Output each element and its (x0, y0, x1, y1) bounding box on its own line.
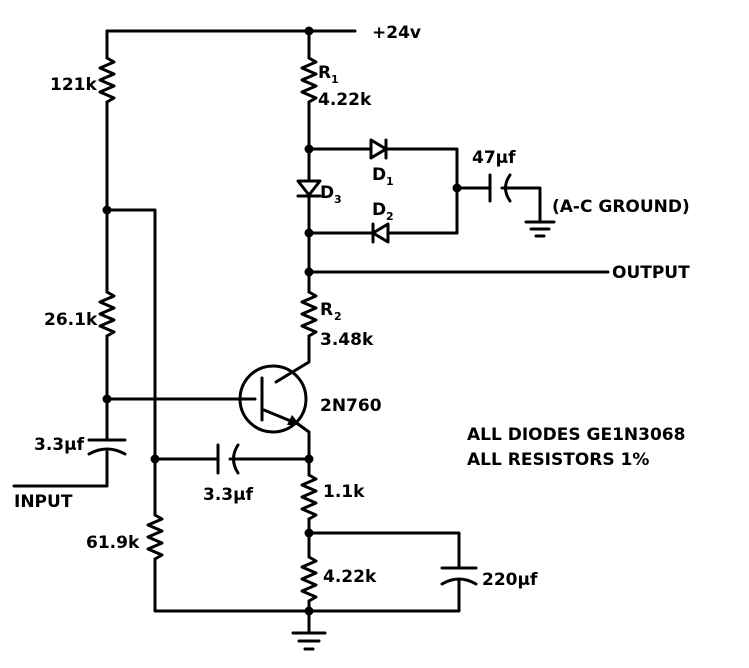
label-r1-letter: R (318, 63, 331, 83)
diode-d2 (371, 222, 390, 244)
wire-feedback-bottom (153, 557, 311, 613)
label-r2-value: 3.48k (320, 330, 374, 350)
label-d3-letter: D (320, 183, 334, 203)
label-r1-sub: 1 (331, 73, 339, 86)
label-r2-sub: 2 (334, 310, 342, 323)
wire-emitter (296, 422, 311, 477)
label-11k: 1.1k (323, 482, 365, 502)
ac-ground-label: (A-C GROUND) (552, 197, 690, 217)
wire-d1-right (384, 147, 459, 235)
resistor-r2 (300, 290, 318, 338)
note-resistors: ALL RESISTORS 1% (467, 450, 649, 470)
label-121k: 121k (50, 75, 97, 95)
supply-label: +24v (372, 23, 421, 43)
junction-dot (452, 183, 462, 193)
ac-ground-symbol (524, 220, 556, 238)
label-r2-letter: R (320, 300, 333, 320)
label-cap-bootstrap: 3.3µf (203, 485, 254, 505)
transistor-emitter-arrow (287, 415, 300, 425)
resistor-619k (146, 513, 164, 561)
input-label: INPUT (14, 492, 73, 512)
label-d1-sub: 1 (386, 175, 394, 188)
resistor-422k (300, 555, 318, 603)
resistor-r1 (300, 56, 318, 104)
junction-dot (102, 205, 112, 215)
label-cap-input: 3.3µf (34, 435, 85, 455)
resistor-26k (98, 290, 116, 338)
junction-dot (304, 267, 314, 277)
label-cap-47: 47µf (472, 148, 516, 168)
wire-input (12, 450, 109, 488)
transistor-body (238, 364, 308, 434)
note-diodes: ALL DIODES GE1N3068 (467, 425, 685, 445)
wire-feedback-top (105, 208, 157, 517)
label-d3-sub: 3 (334, 193, 342, 206)
junction-dot (304, 454, 314, 464)
diode-d3 (296, 179, 322, 198)
resistor-121k (98, 56, 116, 104)
label-d1-letter: D (372, 165, 386, 185)
wire-220-top (307, 531, 461, 570)
diode-d1 (369, 138, 388, 160)
label-619k: 61.9k (86, 533, 140, 553)
junction-dot (304, 144, 314, 154)
label-26k: 26.1k (44, 310, 98, 330)
label-cap-220: 220µf (482, 570, 538, 590)
wire-220-bottom (307, 578, 461, 613)
wire-47-right (500, 186, 542, 224)
junction-dot (304, 26, 314, 36)
wire-r2-collector (274, 334, 311, 384)
resistor-11k (300, 473, 318, 521)
junction-dot (304, 228, 314, 238)
junction-dot (304, 528, 314, 538)
label-d2-letter: D (372, 200, 386, 220)
junction-dot (304, 606, 314, 616)
label-d2-sub: 2 (386, 210, 394, 223)
label-422k: 4.22k (323, 567, 377, 587)
capacitor-input-plate-bottom (87, 447, 127, 456)
junction-dot (150, 454, 160, 464)
output-label: OUTPUT (612, 263, 690, 283)
transistor-label: 2N760 (320, 396, 382, 416)
ground-symbol (291, 631, 327, 651)
junction-dot (102, 394, 112, 404)
label-r1-value: 4.22k (318, 90, 372, 110)
